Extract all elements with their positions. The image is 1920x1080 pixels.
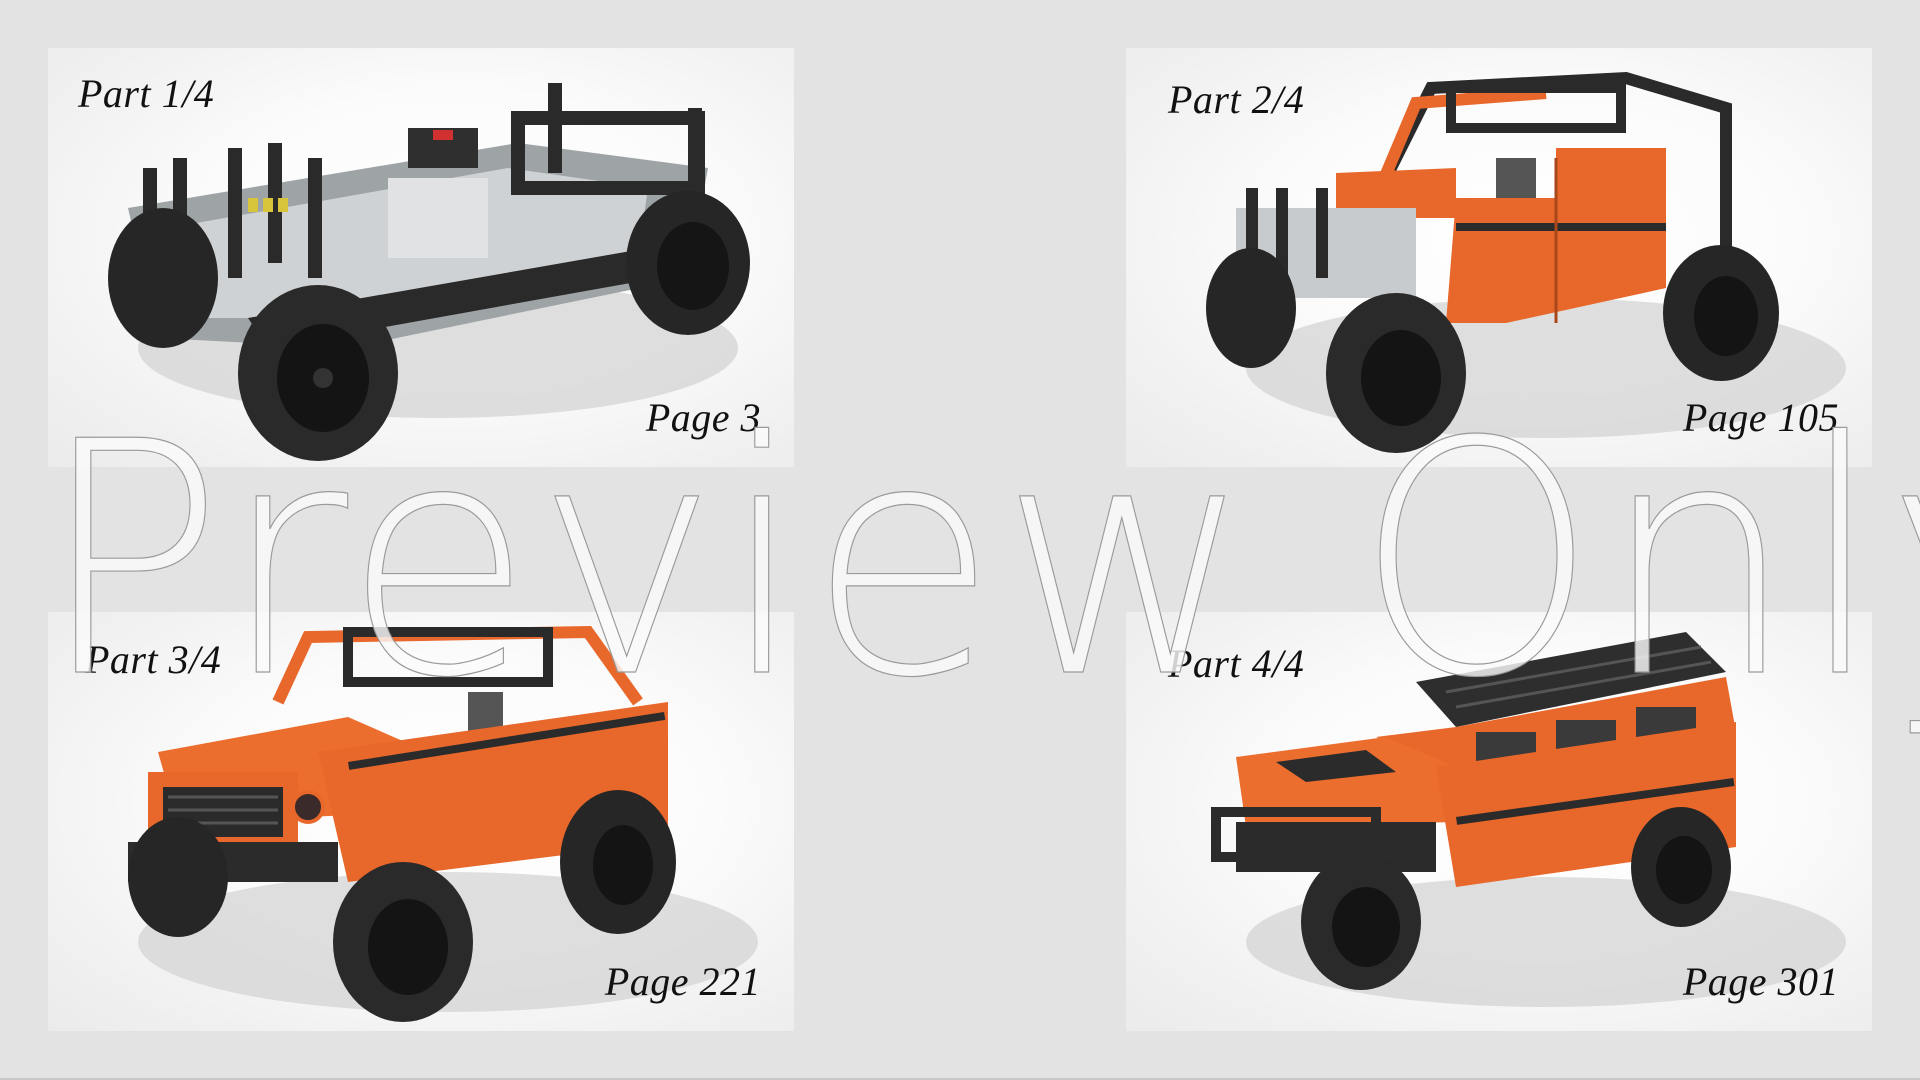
page-reference: Page 221	[604, 959, 761, 1004]
body-frame-render-image	[1206, 71, 1846, 453]
front-body-render-image	[128, 625, 758, 1022]
part-label: Part 3/4	[85, 637, 222, 682]
build-step-panel-2[interactable]: Part 2/4 Page 105	[1126, 48, 1872, 467]
build-step-panel-1[interactable]: Part 1/4 Page 3	[48, 48, 794, 467]
page-reference: Page 105	[1682, 395, 1839, 440]
chassis-render-image	[108, 83, 750, 461]
bottom-border	[0, 1078, 1920, 1080]
part-label: Part 4/4	[1168, 641, 1305, 686]
part-label: Part 1/4	[78, 71, 215, 116]
part-label: Part 2/4	[1168, 77, 1305, 122]
page-reference: Page 301	[1682, 959, 1839, 1004]
complete-vehicle-render-image	[1211, 632, 1846, 1007]
build-step-panel-3[interactable]: Part 3/4 Page 221	[48, 612, 794, 1031]
page-reference: Page 3	[645, 395, 761, 440]
build-step-panel-4[interactable]: Part 4/4 Page 301	[1126, 612, 1872, 1031]
